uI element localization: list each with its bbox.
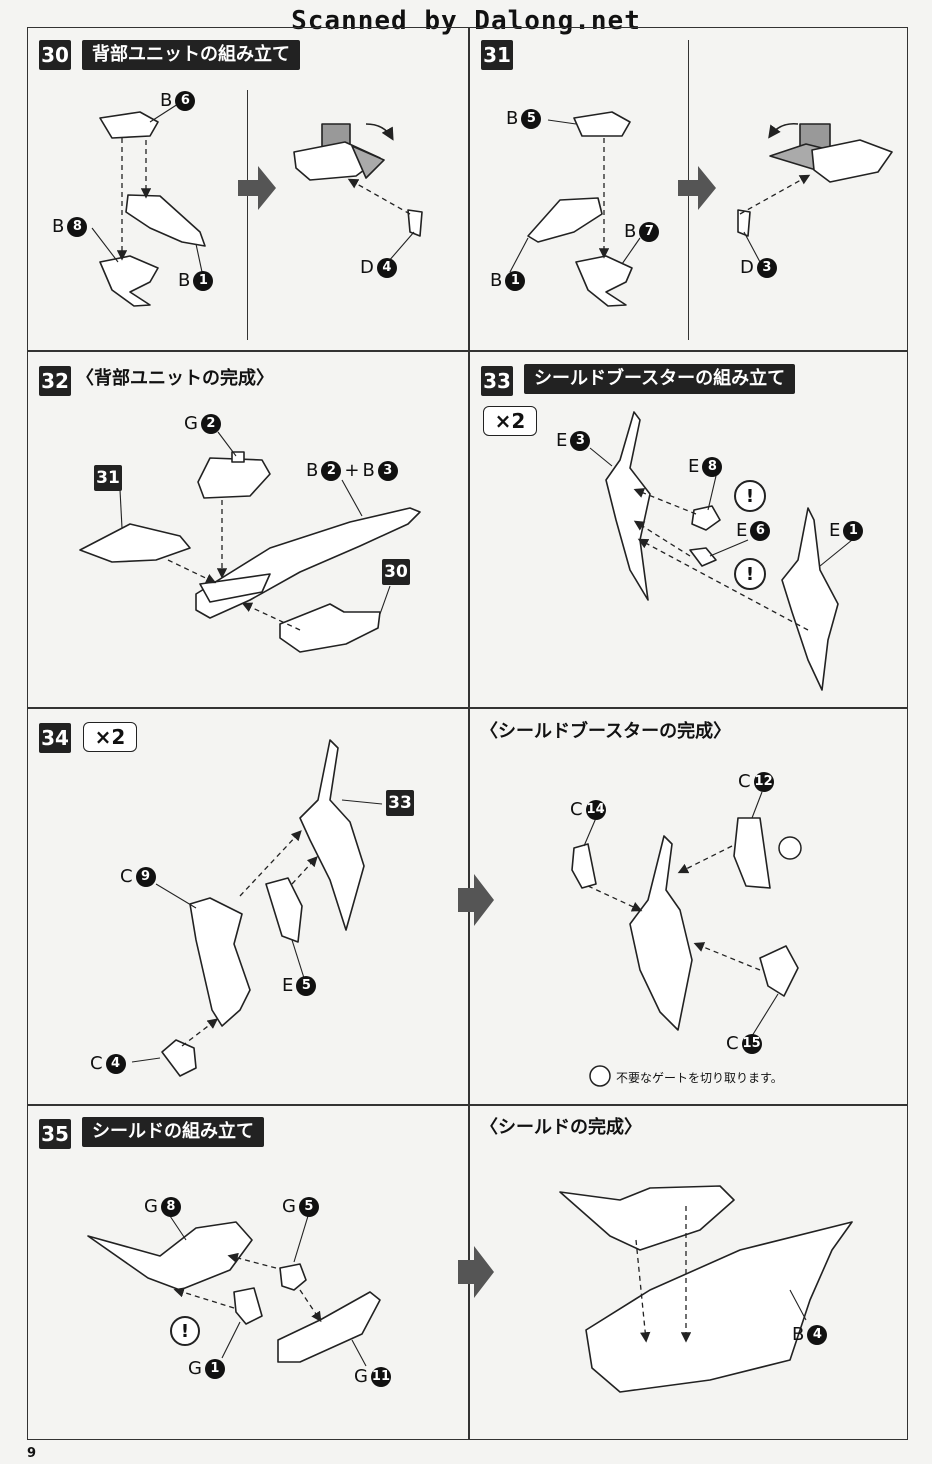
caution-icon: ! — [734, 558, 766, 590]
step-33-number: 33 — [481, 366, 513, 396]
step-32-title: 〈背部ユニットの完成〉 — [76, 368, 274, 389]
ref-step-30: 30 — [382, 559, 410, 585]
multiplier-badge: ×2 — [483, 406, 537, 436]
shield-complete-title: 〈シールドの完成〉 — [480, 1117, 642, 1138]
step-35-title: シールドの組み立て — [82, 1117, 264, 1147]
gate-cut-note: 不要なゲートを切り取ります。 — [616, 1071, 783, 1085]
substep-divider-30 — [247, 90, 248, 340]
step-30-number: 30 — [39, 40, 71, 70]
row-divider-2 — [27, 707, 908, 709]
step-30-title: 背部ユニットの組み立て — [82, 40, 300, 70]
page-number: 9 — [27, 1446, 37, 1461]
column-divider — [468, 27, 470, 1440]
ref-step-33: 33 — [386, 790, 414, 816]
watermark: Scanned by Dalong.net — [291, 6, 641, 36]
step-32-number: 32 — [39, 366, 71, 396]
instruction-sheet — [27, 27, 908, 1440]
step-31-number: 31 — [481, 40, 513, 70]
multiplier-badge: ×2 — [83, 722, 137, 752]
ref-step-31: 31 — [94, 465, 122, 491]
step-35-number: 35 — [39, 1119, 71, 1149]
shield-booster-complete-title: 〈シールドブースターの完成〉 — [480, 721, 732, 742]
step-34-number: 34 — [39, 723, 71, 753]
row-divider-3 — [27, 1104, 908, 1106]
caution-icon: ! — [734, 480, 766, 512]
caution-icon: ! — [170, 1316, 200, 1346]
step-33-title: シールドブースターの組み立て — [524, 364, 796, 394]
row-divider-1 — [27, 350, 908, 352]
